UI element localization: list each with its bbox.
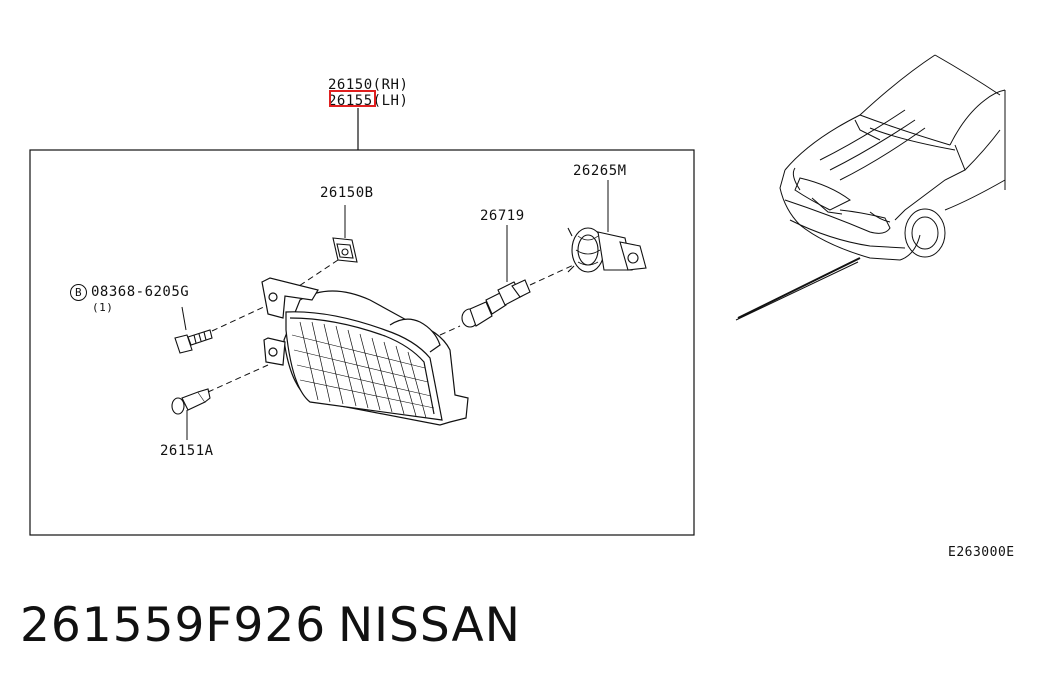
socket-part xyxy=(567,227,647,273)
car-illustration xyxy=(779,54,1006,261)
bolt-part-number: 08368-6205G xyxy=(91,284,190,300)
part-highlight-box xyxy=(329,90,376,107)
socket-part-label[interactable]: 26265M xyxy=(573,163,627,179)
bulb-part xyxy=(461,279,531,328)
bulb-to-socket-dash xyxy=(529,261,581,286)
screw-part-label[interactable]: 26151A xyxy=(160,443,214,459)
footer-brand: NISSAN xyxy=(338,598,521,653)
clip-part xyxy=(332,237,358,263)
location-arrow-shadow xyxy=(735,261,859,321)
main-part-lh-side: (LH) xyxy=(372,93,409,109)
footer-part-number: 261559F926 xyxy=(20,598,327,653)
figure-reference: E263000E xyxy=(948,545,1015,560)
screw-dash xyxy=(207,364,269,393)
location-arrow xyxy=(737,257,861,319)
fog-lamp-housing xyxy=(261,277,469,426)
lamp-to-bulb-dash xyxy=(439,325,461,336)
main-part-rh-label: 26150(RH) xyxy=(328,77,408,93)
bolt-part xyxy=(174,329,213,354)
bolt-quantity: (1) xyxy=(92,301,114,314)
main-part-rh-number: 26150 xyxy=(328,77,373,93)
clip-part-label[interactable]: 26150B xyxy=(320,185,374,201)
bolt-leader xyxy=(181,306,187,331)
assembly-frame xyxy=(29,149,695,536)
screw-part xyxy=(171,388,211,415)
main-part-rh-side: (RH) xyxy=(372,77,409,93)
bolt-prefix-circle: B xyxy=(70,284,87,301)
bulb-part-label[interactable]: 26719 xyxy=(480,208,525,224)
bolt-dash xyxy=(211,304,269,332)
